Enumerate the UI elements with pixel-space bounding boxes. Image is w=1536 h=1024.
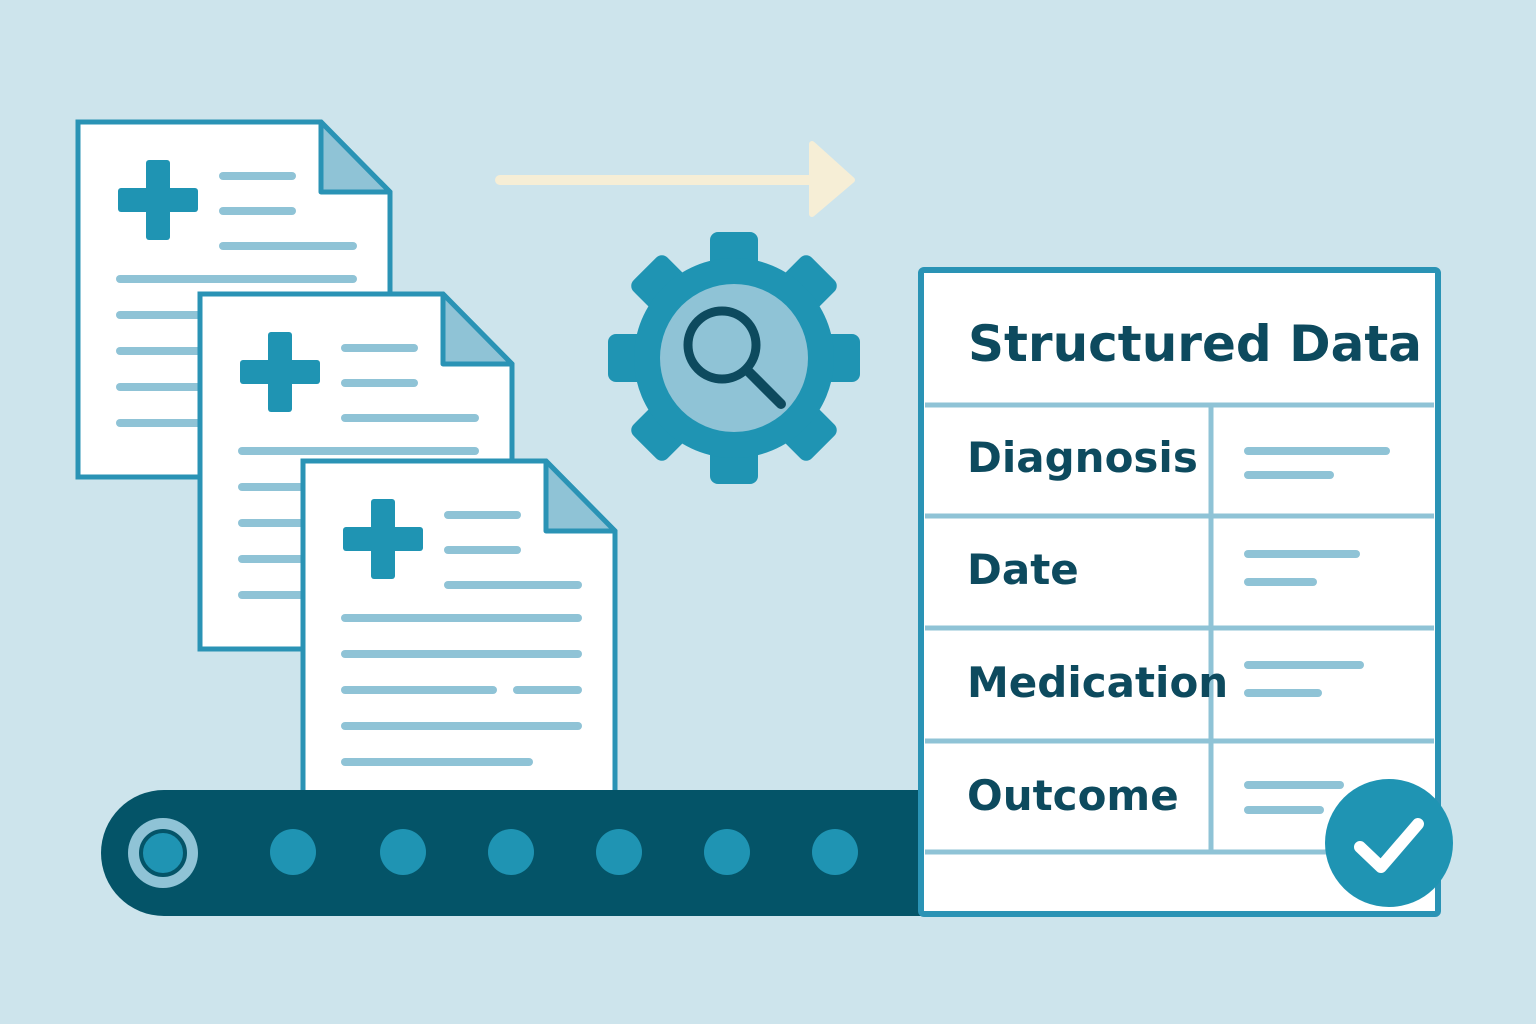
- table-row: Outcome: [967, 771, 1344, 820]
- table-row: Diagnosis: [967, 433, 1390, 482]
- field-label-medication: Medication: [967, 658, 1228, 707]
- checkmark-icon: [1325, 779, 1453, 907]
- field-label-date: Date: [967, 545, 1079, 594]
- conveyor-belt: [101, 790, 930, 916]
- field-label-outcome: Outcome: [967, 771, 1179, 820]
- gear-magnifier-icon: [608, 232, 860, 484]
- panel-title: Structured Data: [968, 315, 1422, 373]
- conveyor-roller: [380, 829, 426, 875]
- arrow-right-icon: [495, 141, 855, 217]
- field-value-placeholder: [1244, 661, 1364, 697]
- table-row: Medication: [967, 658, 1364, 707]
- field-value-placeholder: [1244, 447, 1390, 479]
- conveyor-roller: [488, 829, 534, 875]
- conveyor-roller: [596, 829, 642, 875]
- conveyor-roller: [704, 829, 750, 875]
- structured-data-panel: Structured Data Diagnosis Date Medicatio: [918, 267, 1441, 917]
- field-label-diagnosis: Diagnosis: [967, 433, 1198, 482]
- field-value-placeholder: [1244, 550, 1360, 586]
- table-row: Date: [967, 545, 1360, 594]
- field-value-placeholder: [1244, 781, 1344, 814]
- medical-document-icon: [303, 461, 615, 816]
- conveyor-roller: [270, 829, 316, 875]
- conveyor-roller: [812, 829, 858, 875]
